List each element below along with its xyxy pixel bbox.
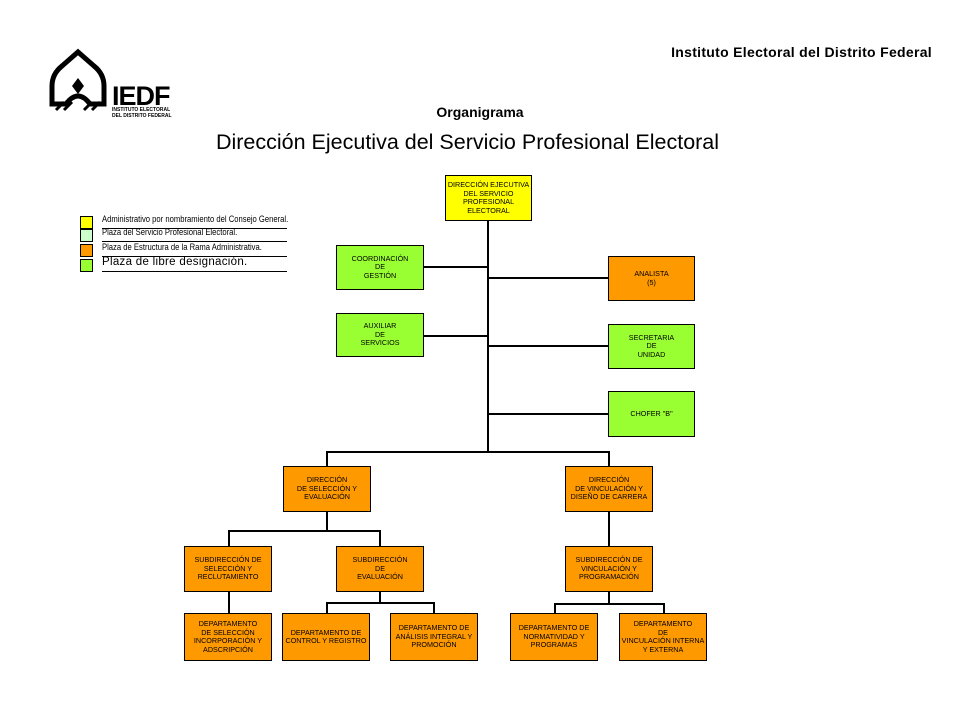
connector-line (228, 591, 230, 613)
node-coordinacion-gestion: COORDINACIÓN DE GESTIÓN (336, 245, 424, 290)
node-subdireccion-seleccion: SUBDIRECCIÓN DE SELECCIÓN Y RECLUTAMIENT… (184, 546, 272, 592)
node-direccion-ejecutiva: DIRECCIÓN EJECUTIVA DEL SERVICIO PROFESI… (445, 175, 532, 221)
connector-line (326, 602, 434, 604)
legend-item-consejo: Administrativo por nombramiento del Cons… (80, 214, 290, 229)
node-direccion-seleccion: DIRECCIÓN DE SELECCIÓN Y EVALUACIÓN (283, 466, 371, 512)
connector-line (379, 530, 381, 546)
legend-underline (102, 228, 287, 229)
connector-line (608, 591, 610, 604)
connector-line (228, 530, 380, 532)
connector-line (379, 591, 381, 603)
connector-line (488, 345, 608, 347)
connector-line (554, 603, 664, 605)
legend-item-estructura: Plaza de Estructura de la Rama Administr… (80, 242, 290, 257)
connector-line (488, 413, 608, 415)
logo-text: IEDF (112, 81, 171, 111)
node-departamento-seleccion: DEPARTAMENTO DE SELECCIÓN INCORPORACIÓN … (184, 613, 272, 661)
node-chofer: CHOFER "B" (608, 391, 695, 437)
legend-item-spe: Plaza del Servicio Profesional Electoral… (80, 227, 290, 242)
node-analista: ANALISTA (5) (608, 256, 695, 301)
node-auxiliar-servicios: AUXILIAR DE SERVICIOS (336, 313, 424, 357)
connector-line (488, 277, 608, 279)
legend-underline (102, 256, 287, 257)
node-subdireccion-vinculacion: SUBDIRECCIÓN DE VINCULACIÓN Y PROGRAMACI… (565, 546, 653, 592)
iedf-logo-icon (49, 48, 107, 112)
legend-underline (102, 241, 287, 242)
legend-underline (102, 271, 287, 272)
connector-line (487, 220, 489, 452)
node-departamento-normatividad: DEPARTAMENTO DE NORMATIVIDAD Y PROGRAMAS (510, 613, 598, 661)
node-departamento-vinculacion: DEPARTAMENTO DE VINCULACIÓN INTERNA Y EX… (619, 613, 707, 661)
connector-line (326, 511, 328, 531)
connector-line (326, 451, 328, 467)
legend-swatch-yellow (80, 216, 93, 229)
connector-line (608, 511, 610, 547)
node-secretaria-unidad: SECRETARIA DE UNIDAD (608, 324, 695, 369)
page-title: Dirección Ejecutiva del Servicio Profesi… (215, 130, 720, 154)
institute-name: Instituto Electoral del Distrito Federal (671, 44, 932, 60)
connector-line (554, 603, 556, 614)
connector-line (663, 603, 665, 614)
node-direccion-vinculacion: DIRECCIÓN DE VINCULACIÓN Y DISEÑO DE CAR… (565, 466, 653, 512)
node-subdireccion-evaluacion: SUBDIRECCIÓN DE EVALUACIÓN (336, 546, 424, 592)
legend-swatch-green (80, 259, 93, 272)
legend-label: Administrativo por nombramiento del Cons… (102, 214, 289, 224)
logo-subtext: INSTITUTO ELECTORAL DEL DISTRITO FEDERAL (112, 107, 172, 119)
legend-label: Plaza del Servicio Profesional Electoral… (102, 227, 238, 237)
node-departamento-control: DEPARTAMENTO DE CONTROL Y REGISTRO (282, 613, 370, 661)
connector-line (326, 451, 610, 453)
legend-swatch-orange (80, 244, 93, 257)
node-departamento-analisis: DEPARTAMENTO DE ANÁLISIS INTEGRAL Y PROM… (390, 613, 478, 661)
legend-swatch-light-green (80, 229, 93, 242)
connector-line (433, 602, 435, 614)
connector-line (424, 266, 488, 268)
connector-line (326, 602, 328, 614)
legend-label: Plaza de libre designación. (102, 256, 248, 268)
connector-line (608, 451, 610, 467)
legend-item-libre: Plaza de libre designación. (80, 256, 290, 272)
legend-label: Plaza de Estructura de la Rama Administr… (102, 242, 262, 252)
page-subtitle: Organigrama (436, 104, 524, 120)
connector-line (228, 530, 230, 546)
connector-line (424, 335, 488, 337)
